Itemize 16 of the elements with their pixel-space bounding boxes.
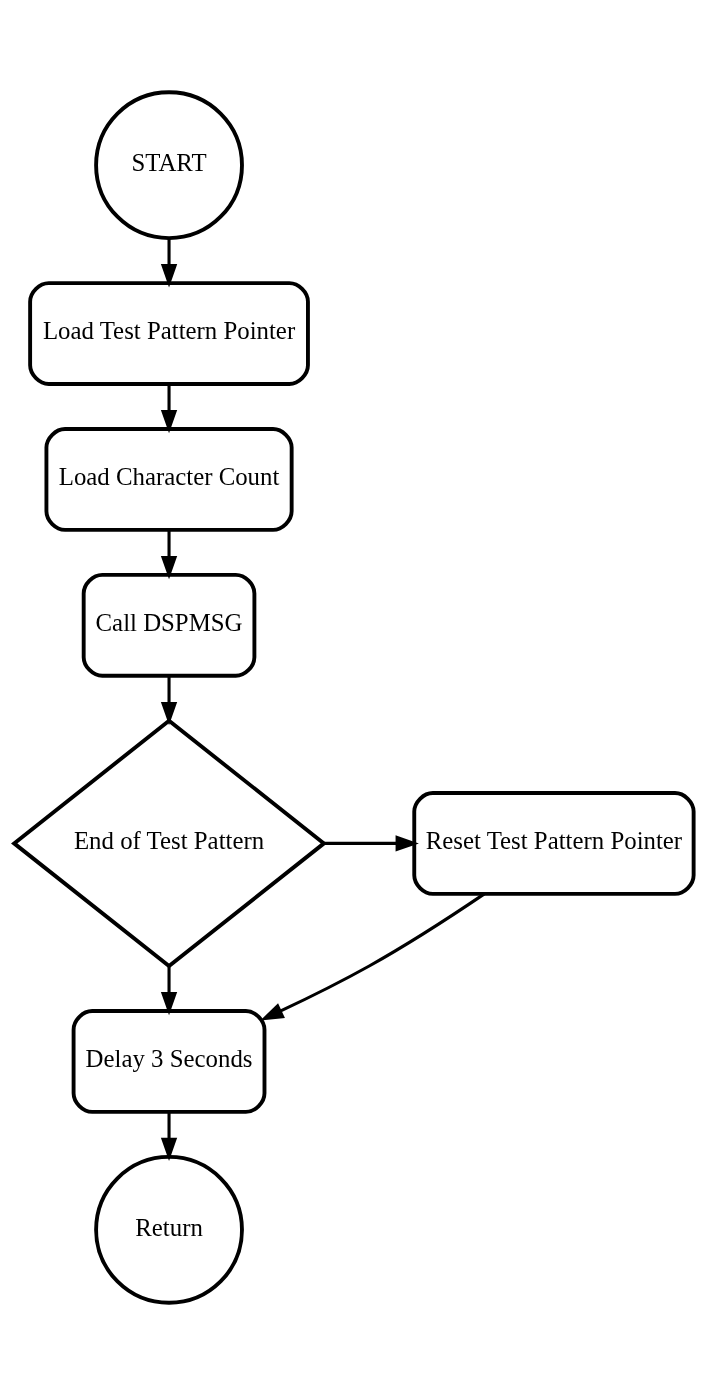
arrow [323,835,419,852]
node-box: Load Test Pattern Pointer [28,281,310,386]
node-circle: START [94,90,244,241]
arrow [260,892,486,1021]
arrow [160,384,178,434]
node-box: Call DSPMSG [81,572,257,678]
node-box: Load Character Count [44,427,294,532]
node-box: Reset Test Pattern Pointer [412,791,696,896]
arrow [160,676,178,726]
node-circle: Return [94,1154,244,1305]
arrow [160,1112,178,1162]
arrow [160,238,178,288]
node-box: Delay 3 Seconds [71,1009,267,1114]
node-diamond: End of Test Pattern [11,718,328,969]
arrow [160,966,178,1016]
arrow [160,530,178,580]
